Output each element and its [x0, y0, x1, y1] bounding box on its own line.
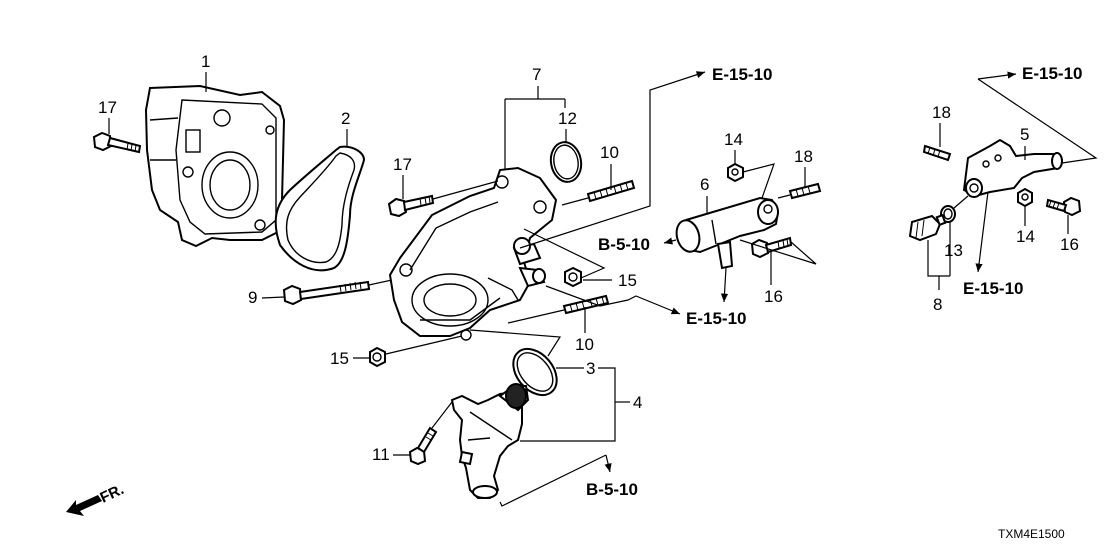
bolt-part-17-left[interactable] [92, 131, 142, 154]
ref-b-5-10-bottom[interactable]: B-5-10 [586, 480, 638, 499]
o-ring-part-3[interactable] [504, 341, 565, 404]
bolt-part-17-center[interactable] [387, 194, 435, 218]
o-ring-part-12[interactable] [548, 140, 584, 185]
front-direction-arrow-icon [66, 495, 102, 516]
front-indicator-label: FR. [98, 481, 127, 507]
ref-e-15-10-mid[interactable]: E-15-10 [686, 309, 746, 328]
ref-e-15-10-right[interactable]: E-15-10 [963, 279, 1023, 298]
stud-part-18-center[interactable] [788, 182, 822, 200]
label-part-16a: 16 [764, 287, 783, 306]
label-part-9: 9 [248, 288, 257, 307]
label-part-13: 13 [944, 241, 963, 260]
stud-part-10-lower[interactable] [562, 294, 610, 315]
bolt-part-11[interactable] [408, 426, 438, 466]
label-part-8: 8 [933, 295, 942, 314]
label-part-1: 1 [201, 52, 210, 71]
label-part-16b: 16 [1060, 235, 1079, 254]
ref-e-15-10-top-center[interactable]: E-15-10 [712, 65, 772, 84]
label-part-4: 4 [633, 393, 642, 412]
bolt-part-16-center[interactable] [750, 236, 793, 259]
label-part-14a: 14 [724, 130, 743, 149]
nut-part-14-center[interactable] [727, 162, 744, 183]
label-part-6: 6 [700, 175, 709, 194]
label-part-17a: 17 [98, 98, 117, 117]
stud-part-10-upper[interactable] [586, 179, 636, 203]
label-part-18a: 18 [794, 147, 813, 166]
thermostat-housing-part-4[interactable] [450, 383, 530, 499]
gasket-part-2[interactable] [274, 145, 366, 272]
label-part-2: 2 [341, 109, 350, 128]
label-part-18b: 18 [932, 103, 951, 122]
bolt-part-16-right[interactable] [1045, 196, 1082, 217]
ref-b-5-10-center[interactable]: B-5-10 [598, 235, 650, 254]
label-part-14b: 14 [1016, 227, 1035, 246]
label-part-17b: 17 [393, 155, 412, 174]
label-part-15b: 15 [330, 349, 349, 368]
stud-part-18-right[interactable] [922, 144, 952, 162]
bolt-part-9[interactable] [282, 280, 371, 306]
water-pump-part-1[interactable] [144, 84, 286, 248]
nut-part-14-right[interactable] [1017, 187, 1033, 208]
pipe-part-6[interactable] [673, 196, 780, 270]
label-part-10b: 10 [575, 335, 594, 354]
ref-e-15-10-top-right[interactable]: E-15-10 [1022, 64, 1082, 83]
nut-part-15-left[interactable] [369, 346, 386, 368]
diagram-code: TXM4E1500 [998, 527, 1065, 541]
label-part-10a: 10 [600, 143, 619, 162]
water-outlet-housing-part-7[interactable] [388, 166, 558, 341]
label-part-7: 7 [532, 65, 541, 84]
label-part-12: 12 [558, 109, 577, 128]
temperature-sensor-part-8[interactable] [908, 213, 947, 242]
label-part-3: 3 [586, 359, 595, 378]
water-outlet-part-5[interactable] [962, 138, 1063, 198]
label-part-15a: 15 [618, 271, 637, 290]
label-part-11: 11 [372, 445, 390, 464]
label-part-5: 5 [1020, 125, 1029, 144]
nut-part-15-center[interactable] [564, 266, 582, 288]
